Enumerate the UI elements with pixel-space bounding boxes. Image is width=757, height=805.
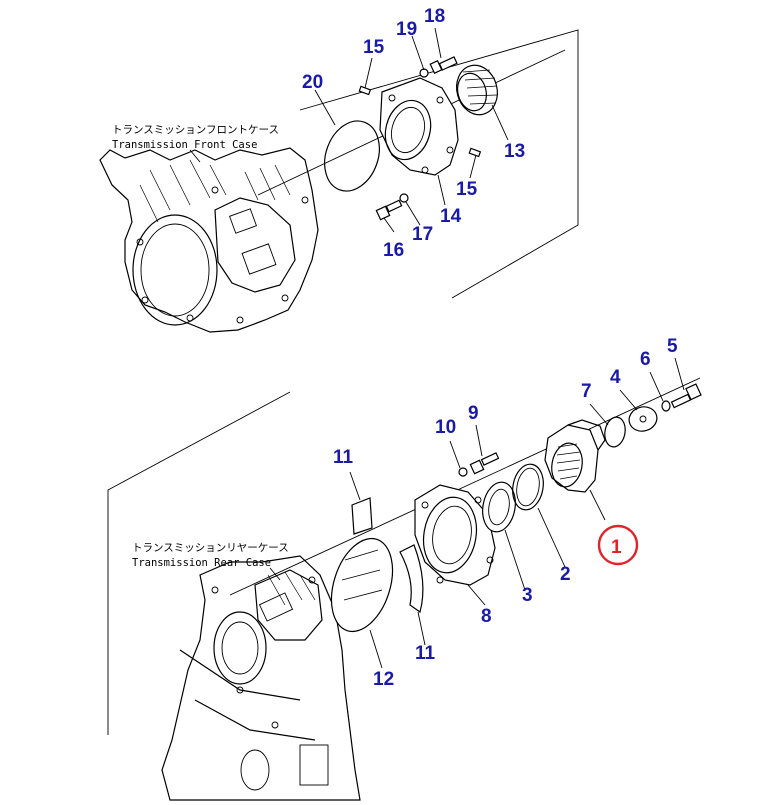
retainer-14 bbox=[379, 77, 459, 176]
rear-case-housing bbox=[161, 555, 361, 801]
callout-5: 5 bbox=[667, 336, 678, 357]
shim-11a bbox=[351, 497, 373, 535]
front-case-label-jp: トランスミッションフロントケース bbox=[112, 124, 279, 136]
callout-14: 14 bbox=[440, 206, 462, 227]
bolt-5 bbox=[670, 383, 702, 409]
front-case-label-en: Transmission Front Case bbox=[112, 139, 257, 151]
callout-1-highlighted[interactable]: 1 bbox=[611, 537, 622, 558]
callout-6: 6 bbox=[640, 349, 651, 370]
rear-case-assembly: トランスミッションリヤーケース Transmission Rear Case 5… bbox=[107, 336, 702, 801]
washer-19 bbox=[419, 68, 429, 78]
shim-11b bbox=[399, 544, 424, 613]
callout-16: 16 bbox=[383, 240, 404, 261]
callout-17: 17 bbox=[412, 224, 433, 245]
callout-4: 4 bbox=[610, 367, 621, 388]
callout-15b: 15 bbox=[456, 179, 478, 200]
gasket-20 bbox=[324, 120, 380, 192]
callout-18: 18 bbox=[424, 6, 445, 27]
bearing-13 bbox=[456, 64, 498, 116]
bolt-9 bbox=[469, 452, 500, 475]
washer-4 bbox=[628, 406, 658, 432]
washer-17 bbox=[399, 193, 409, 203]
callout-9: 9 bbox=[468, 403, 479, 424]
callout-12: 12 bbox=[373, 669, 394, 690]
seal-3 bbox=[482, 481, 516, 533]
bolt-18 bbox=[429, 56, 458, 75]
front-case-assembly: トランスミッションフロントケース Transmission Front Case… bbox=[99, 6, 579, 333]
o-ring-2 bbox=[512, 463, 544, 511]
plate-12 bbox=[330, 537, 394, 633]
front-case-housing bbox=[99, 147, 319, 333]
callout-2: 2 bbox=[560, 564, 571, 585]
cage-8 bbox=[414, 484, 496, 586]
callout-7: 7 bbox=[581, 381, 592, 402]
callout-15a: 15 bbox=[363, 37, 385, 58]
dowel-pin-15b bbox=[468, 147, 482, 158]
callout-13: 13 bbox=[504, 141, 525, 162]
callout-8: 8 bbox=[481, 606, 492, 627]
callout-19: 19 bbox=[396, 19, 417, 40]
washer-10 bbox=[458, 467, 468, 477]
rear-case-label-jp: トランスミッションリヤーケース bbox=[132, 542, 289, 554]
o-ring-7 bbox=[604, 416, 626, 448]
coupling-1 bbox=[544, 419, 606, 493]
callout-11b: 11 bbox=[415, 643, 436, 664]
highlight-circle[interactable] bbox=[597, 524, 639, 566]
rear-frame-line bbox=[107, 391, 291, 735]
rear-axis-line bbox=[229, 377, 701, 596]
lock-washer-6 bbox=[661, 400, 671, 412]
bolt-16 bbox=[375, 199, 403, 221]
callout-20: 20 bbox=[302, 72, 323, 93]
dowel-pin-15a bbox=[358, 85, 372, 96]
callout-10: 10 bbox=[435, 417, 456, 438]
callout-11a: 11 bbox=[333, 447, 354, 468]
rear-case-label-en: Transmission Rear Case bbox=[132, 557, 271, 569]
callout-3: 3 bbox=[522, 585, 533, 606]
